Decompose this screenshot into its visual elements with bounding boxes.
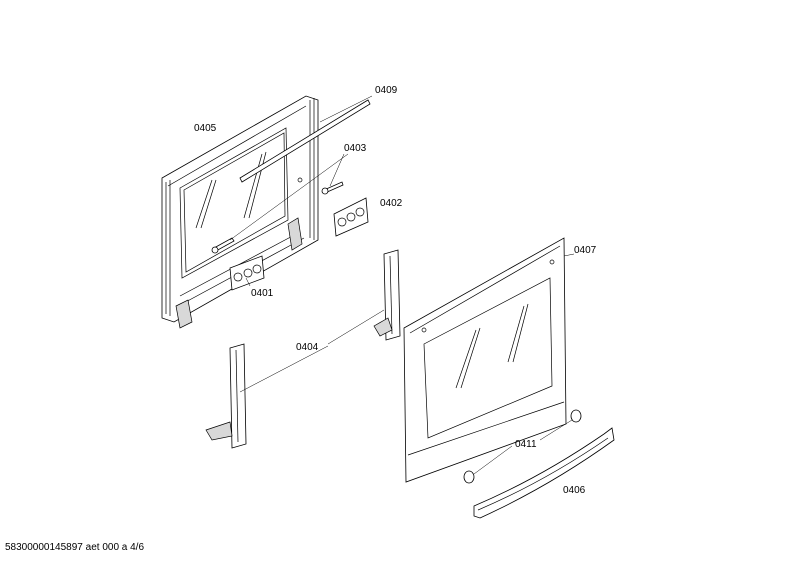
- rod-drawing: [239, 99, 371, 183]
- hinge-left-drawing: [205, 343, 247, 449]
- label-0401: 0401: [251, 288, 274, 299]
- handle-caps-drawing: [463, 409, 582, 484]
- inner-frame-drawing: [161, 95, 319, 329]
- label-0405: 0405: [194, 123, 217, 134]
- hinge-cover-left-drawing: [229, 255, 265, 291]
- label-0411: 0411: [515, 439, 537, 450]
- label-0403: 0403: [344, 143, 367, 154]
- hinge-cover-right-drawing: [333, 197, 369, 237]
- outer-door-drawing: [403, 237, 567, 483]
- hinge-right-drawing: [373, 249, 401, 341]
- handle-drawing: [473, 427, 615, 519]
- label-0406: 0406: [563, 485, 586, 496]
- leader-lines: [229, 95, 575, 475]
- label-0409: 0409: [375, 85, 398, 96]
- label-0404: 0404: [296, 342, 319, 353]
- screws-drawing: [211, 181, 344, 254]
- label-0407: 0407: [574, 245, 597, 256]
- document-reference: 58300000145897 aet 000 a 4/6: [5, 542, 145, 553]
- label-0402: 0402: [380, 198, 403, 209]
